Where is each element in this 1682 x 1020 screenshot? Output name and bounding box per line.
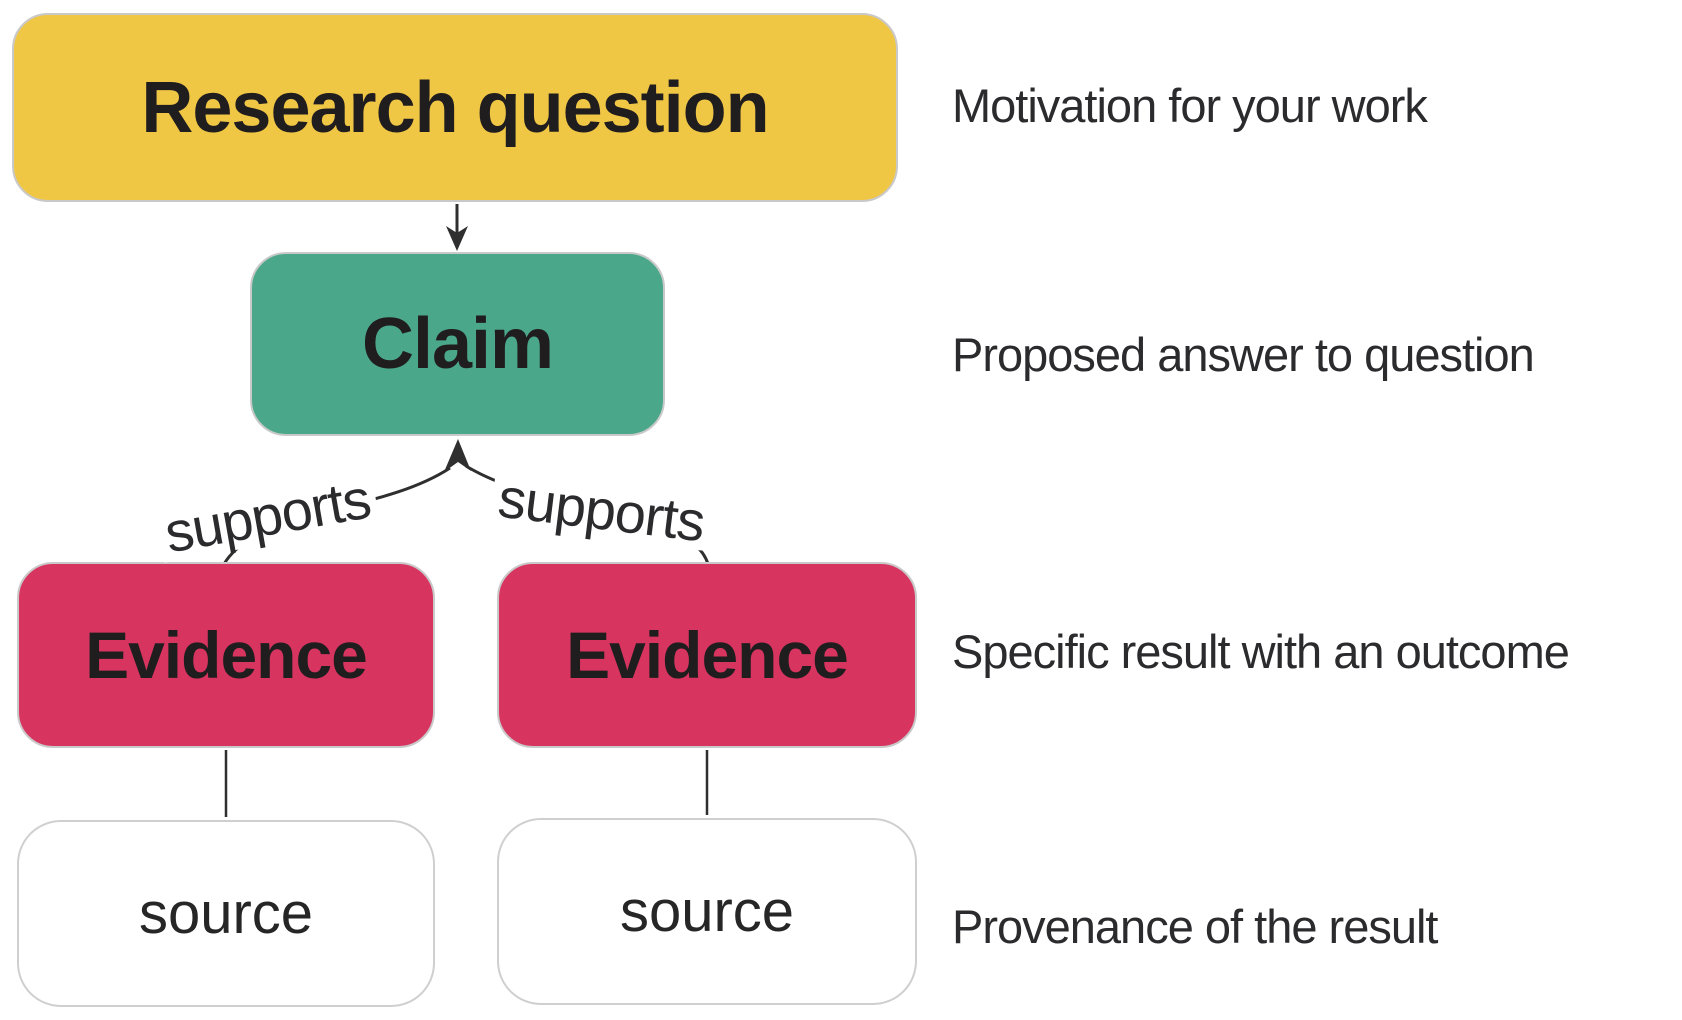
node-source-1: source [17, 820, 435, 1007]
node-evidence-1-label: Evidence [85, 618, 368, 692]
edge-research-to-claim-arrowhead [446, 226, 468, 251]
annotation-evidence: Specific result with an outcome [952, 625, 1570, 678]
edge-label-supports-left: supports [154, 467, 381, 564]
node-source-2-label: source [619, 879, 795, 944]
node-claim: Claim [250, 252, 665, 436]
annotation-research-question: Motivation for your work [952, 79, 1428, 132]
node-evidence-1: Evidence [17, 562, 435, 748]
node-source-1-label: source [138, 881, 314, 946]
edge-label-supports-right: supports [489, 466, 714, 553]
edge-to-claim-arrowhead [444, 439, 471, 472]
annotation-source: Provenance of the result [952, 900, 1438, 953]
node-research-question-label: Research question [141, 67, 769, 148]
node-evidence-2-label: Evidence [566, 618, 849, 692]
annotation-claim: Proposed answer to question [952, 328, 1535, 381]
node-evidence-2: Evidence [497, 562, 917, 748]
node-research-question: Research question [12, 13, 898, 202]
node-source-2: source [497, 818, 917, 1005]
node-claim-label: Claim [361, 304, 554, 384]
